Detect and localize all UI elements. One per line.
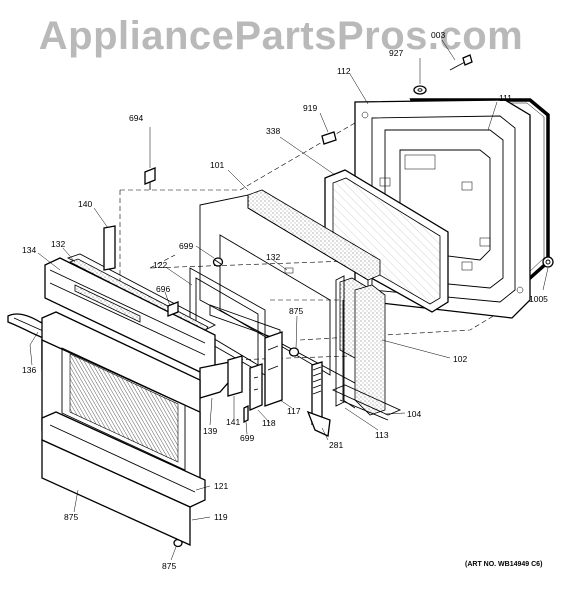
door-top-trim-134[interactable] [44, 257, 216, 373]
callout-927[interactable]: 927 [389, 48, 403, 58]
clip-696[interactable] [167, 301, 179, 317]
screw-003[interactable] [449, 54, 473, 71]
callout-338[interactable]: 338 [266, 126, 280, 136]
callout-875-upper[interactable]: 875 [289, 306, 303, 316]
callout-139[interactable]: 139 [203, 426, 217, 436]
watermark: AppliancePartsPros.com [38, 14, 524, 58]
callout-118[interactable]: 118 [262, 418, 276, 428]
washer-927[interactable] [413, 85, 427, 95]
side-trim-113[interactable] [335, 275, 345, 407]
callout-699-upper[interactable]: 699 [179, 241, 193, 251]
callout-111[interactable]: 111 [499, 93, 512, 103]
hinge-bracket-118[interactable] [249, 363, 263, 411]
screw-699-upper[interactable] [212, 257, 224, 267]
callout-699-lower[interactable]: 699 [240, 433, 254, 443]
bumper-1005[interactable] [542, 256, 554, 268]
callout-104[interactable]: 104 [407, 409, 421, 419]
screw-694[interactable] [144, 167, 156, 190]
callout-140[interactable]: 140 [78, 199, 92, 209]
callout-141[interactable]: 141 [226, 417, 240, 427]
callout-labels: 003 927 112 111 694 919 338 101 140 134 … [22, 30, 548, 571]
callout-281[interactable]: 281 [329, 440, 343, 450]
pin-919[interactable] [321, 131, 337, 145]
callout-132-left[interactable]: 132 [51, 239, 65, 249]
callout-102[interactable]: 102 [453, 354, 467, 364]
callout-132-right[interactable]: 132 [266, 252, 280, 262]
callout-134[interactable]: 134 [22, 245, 36, 255]
callout-696[interactable]: 696 [156, 284, 170, 294]
callout-112[interactable]: 112 [337, 66, 351, 76]
leader-lines [29, 39, 549, 561]
callout-113[interactable]: 113 [375, 430, 389, 440]
callout-875-mid[interactable]: 875 [64, 512, 78, 522]
bracket-140[interactable] [103, 225, 116, 271]
side-insulation-102[interactable] [339, 277, 386, 416]
callout-003[interactable]: 003 [431, 30, 445, 40]
screw-875-upper[interactable] [288, 347, 300, 357]
callout-875-lower[interactable]: 875 [162, 561, 176, 571]
callout-136[interactable]: 136 [22, 365, 36, 375]
bracket-141[interactable] [227, 355, 243, 397]
hinge-281[interactable] [306, 361, 331, 437]
callout-119[interactable]: 119 [214, 512, 228, 522]
callout-121[interactable]: 121 [214, 481, 228, 491]
callout-122[interactable]: 122 [153, 260, 167, 270]
callout-919[interactable]: 919 [303, 103, 317, 113]
door-channel-104[interactable] [331, 384, 402, 421]
screw-699-lower[interactable] [243, 404, 249, 424]
kick-plate-119[interactable] [41, 438, 191, 547]
callout-694[interactable]: 694 [129, 113, 143, 123]
hinge-bracket-117[interactable] [264, 331, 283, 407]
callout-117[interactable]: 117 [287, 406, 301, 416]
callout-1005[interactable]: 1005 [529, 294, 548, 304]
art-number: (ART NO. WB14949 C6) [465, 561, 542, 568]
callout-101[interactable]: 101 [210, 160, 224, 170]
